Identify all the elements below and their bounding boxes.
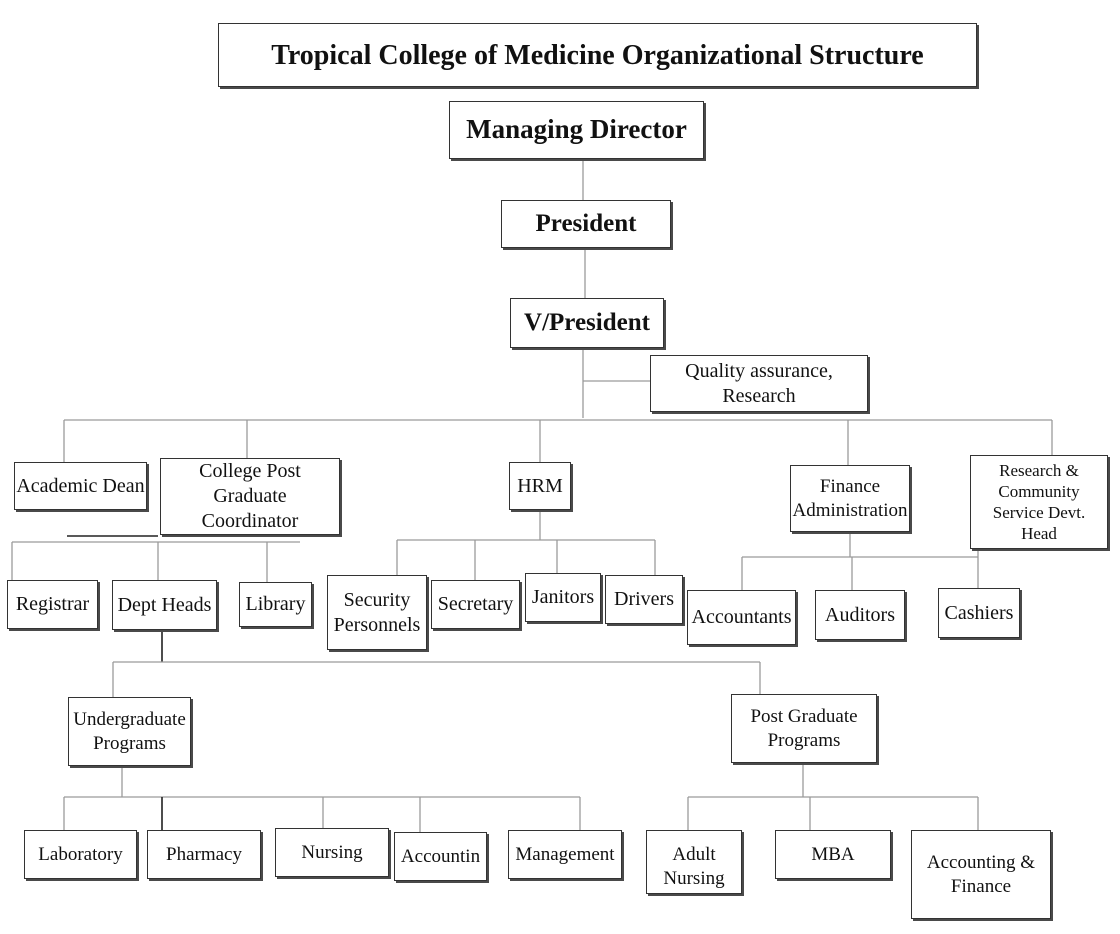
node-security: Security Personnels <box>327 575 427 650</box>
node-dept-heads: Dept Heads <box>112 580 217 630</box>
node-laboratory: Laboratory <box>24 830 137 879</box>
node-quality-assurance: Quality assurance, Research <box>650 355 868 412</box>
node-hrm: HRM <box>509 462 571 510</box>
node-adult-nursing: Adult Nursing <box>646 830 742 894</box>
node-vice-president: V/President <box>510 298 664 348</box>
node-mba: MBA <box>775 830 891 879</box>
node-library: Library <box>239 582 312 627</box>
chart-title: Tropical College of Medicine Organizatio… <box>218 23 977 87</box>
node-management: Management <box>508 830 622 879</box>
node-secretary: Secretary <box>431 580 520 629</box>
node-undergraduate-programs: Undergraduate Programs <box>68 697 191 766</box>
node-drivers: Drivers <box>605 575 683 624</box>
node-president: President <box>501 200 671 248</box>
node-janitors: Janitors <box>525 573 601 622</box>
node-pharmacy: Pharmacy <box>147 830 261 879</box>
node-accountants: Accountants <box>687 590 796 645</box>
node-pg-coordinator: College Post Graduate Coordinator <box>160 458 340 535</box>
node-managing-director: Managing Director <box>449 101 704 159</box>
node-academic-dean: Academic Dean <box>14 462 147 510</box>
node-accounting-finance: Accounting & Finance <box>911 830 1051 919</box>
node-registrar: Registrar <box>7 580 98 629</box>
node-finance-admin: Finance Administration <box>790 465 910 532</box>
node-postgraduate-programs: Post Graduate Programs <box>731 694 877 763</box>
node-cashiers: Cashiers <box>938 588 1020 638</box>
node-nursing: Nursing <box>275 828 389 877</box>
node-research-head: Research & Community Service Devt. Head <box>970 455 1108 549</box>
node-accountin: Accountin <box>394 832 487 881</box>
node-auditors: Auditors <box>815 590 905 640</box>
